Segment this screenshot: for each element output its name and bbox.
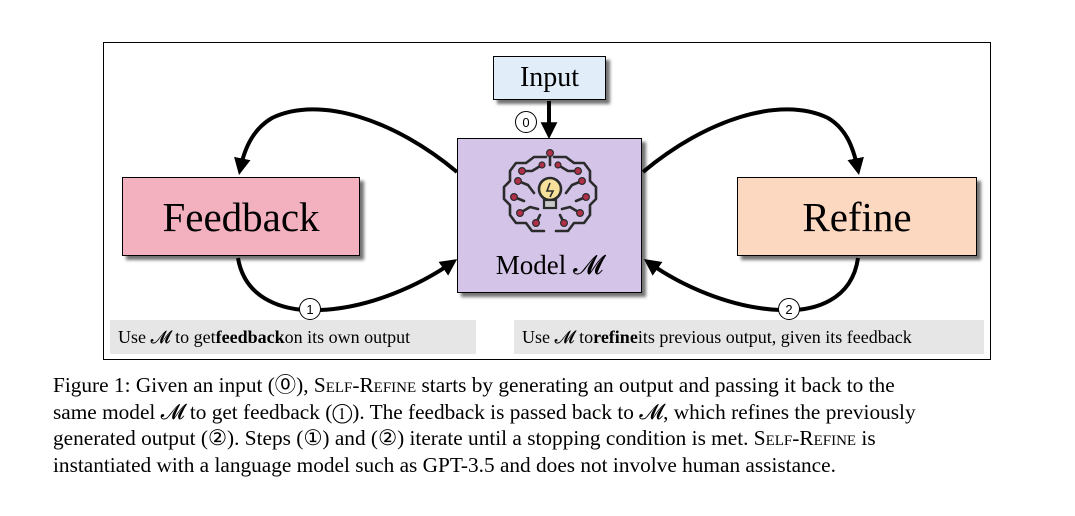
caption-line-1: Figure 1: Given an input (⓪), Self-Refin…	[53, 373, 895, 397]
feedback-step-caption: Use 𝓜 to get feedback on its own output	[110, 320, 476, 354]
model-label: Model 𝓜	[495, 250, 604, 280]
caption-line-3: generated output (②). Steps (①) and (②) …	[53, 426, 876, 450]
step-0-badge: 0	[515, 111, 537, 133]
input-box: Input	[493, 56, 606, 100]
refine-box: Refine	[737, 177, 977, 256]
step-1-badge: 1	[299, 298, 321, 320]
brain-circuit-icon	[502, 148, 598, 233]
figure-caption: Figure 1: Given an input (⓪), Self-Refin…	[53, 372, 1033, 478]
refine-step-caption: Use 𝓜 to refine its previous output, giv…	[514, 320, 984, 354]
refine-label: Refine	[802, 193, 912, 240]
step-2-badge: 2	[778, 298, 800, 320]
feedback-label: Feedback	[162, 193, 320, 240]
input-label: Input	[519, 62, 580, 93]
feedback-box: Feedback	[122, 177, 360, 256]
caption-line-2: same model 𝓜 to get feedback (①). The fe…	[53, 399, 916, 424]
model-box: Model 𝓜	[457, 138, 642, 293]
caption-line-4: instantiated with a language model such …	[53, 452, 836, 477]
diagram-frame	[103, 42, 991, 360]
